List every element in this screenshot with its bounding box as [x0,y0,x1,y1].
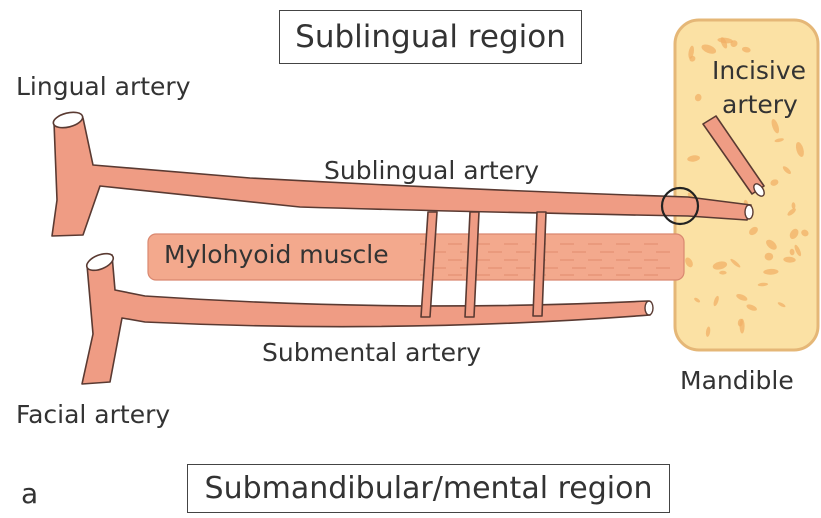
submental-artery-label: Submental artery [262,340,481,365]
mylohyoid-muscle-label: Mylohyoid muscle [164,242,389,267]
panel-letter: a [21,480,38,508]
region-label-sublingual-text: Sublingual region [295,19,566,55]
lingual-artery-label: Lingual artery [16,74,191,99]
region-label-submandibular-text: Submandibular/mental region [205,471,653,506]
incisive-artery-label-line2: artery [722,92,798,117]
sublingual-artery-label: Sublingual artery [324,158,539,183]
incisive-artery-label-line1: Incisive [712,58,806,83]
connecting-vessel [533,212,546,316]
connecting-vessel [465,212,479,317]
sublingual-artery-tip [745,205,753,219]
bone-speckle [719,271,726,275]
mandible-label: Mandible [680,368,794,393]
region-label-submandibular: Submandibular/mental region [187,464,670,513]
facial-artery-label: Facial artery [16,402,170,427]
bone-speckle [740,319,745,334]
submental-artery-tip [645,301,653,315]
region-label-sublingual: Sublingual region [279,10,582,64]
